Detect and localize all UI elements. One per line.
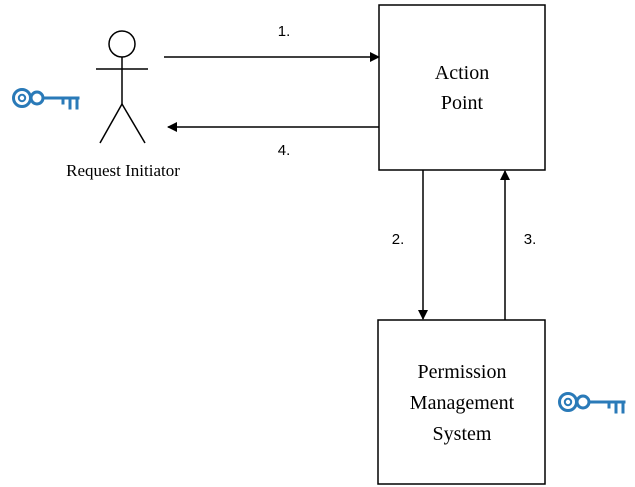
actor-left-leg (99, 103, 123, 144)
step-4-label: 4. (278, 142, 291, 159)
action-point-label-line2: Point (441, 92, 484, 114)
action-point-label-line1: Action (435, 62, 489, 84)
step-1-label: 1. (278, 23, 291, 40)
actor-figure (96, 30, 148, 144)
actor-head (108, 30, 136, 58)
permission-system-box (377, 319, 546, 485)
key-icon (558, 392, 626, 414)
action-point-box (378, 4, 546, 171)
actor-label: Request Initiator (66, 161, 180, 180)
permission-system-label-line3: System (433, 423, 492, 445)
permission-system-label-line1: Permission (418, 361, 507, 383)
step-2-label: 2. (392, 231, 405, 248)
actor-right-leg (121, 103, 146, 144)
key-icon (12, 88, 80, 110)
permission-system-label-line2: Management (410, 392, 515, 414)
step-3-label: 3. (524, 231, 537, 248)
